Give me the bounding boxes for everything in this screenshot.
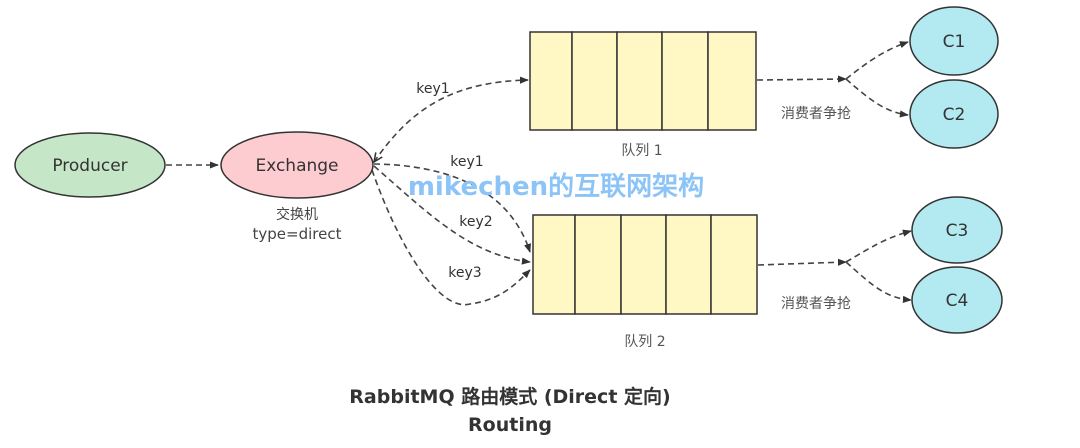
queue-2-cell — [620, 214, 667, 315]
queue-1-cell — [616, 31, 663, 131]
queue-1-cell — [529, 31, 573, 131]
queue-1[interactable] — [529, 31, 757, 131]
edge-fork-c2 — [845, 78, 909, 118]
queue-2-cell — [532, 214, 576, 315]
edge-exchange-queue2-key2 — [373, 165, 531, 265]
consumer-c4[interactable]: C4 — [911, 266, 1003, 334]
edge-queue2-fork — [757, 258, 847, 266]
binding-key-label: key2 — [459, 214, 492, 230]
queue-1-cell — [571, 31, 618, 131]
consumer-ellipse — [911, 266, 1003, 334]
edge-fork-c1 — [845, 41, 909, 80]
binding-key-label: key1 — [416, 81, 449, 97]
consumer-c1[interactable]: C1 — [909, 6, 999, 76]
exchange-caption-cn: 交换机 — [276, 206, 318, 223]
edge-exchange-queue2-key1 — [373, 163, 531, 253]
producer-ellipse — [14, 132, 166, 198]
exchange-label: Exchange — [255, 156, 338, 176]
consumer-label: C2 — [943, 105, 966, 125]
consumer-label: C1 — [943, 32, 966, 52]
exchange-ellipse — [220, 131, 374, 199]
edge-exchange-queue2-key3 — [371, 169, 531, 306]
producer-node[interactable]: Producer — [14, 132, 166, 198]
queue-2-label: 队列 2 — [624, 334, 665, 350]
exchange-caption-type: type=direct — [253, 225, 342, 243]
queue-2-cell — [574, 214, 622, 315]
diagram-title: RabbitMQ 路由模式 (Direct 定向) — [349, 385, 670, 408]
compete-label: 消费者争抢 — [781, 105, 851, 122]
compete-label: 消费者争抢 — [781, 295, 851, 312]
producer-label: Producer — [52, 156, 127, 176]
edge-fork-c3 — [845, 229, 912, 263]
queue-2-cell — [710, 214, 758, 315]
diagram-subtitle: Routing — [468, 414, 552, 436]
consumer-ellipse — [911, 196, 1003, 264]
binding-key-label: key1 — [450, 154, 483, 170]
binding-key-label: key3 — [448, 265, 481, 281]
consumer-c3[interactable]: C3 — [911, 196, 1003, 264]
queue-2-cell — [665, 214, 712, 315]
queue-1-cell — [707, 31, 757, 131]
consumer-ellipse — [909, 79, 999, 149]
queue-2[interactable] — [532, 214, 758, 315]
queue-1-cell — [661, 31, 709, 131]
queue-1-label: 队列 1 — [621, 143, 662, 159]
edge-queue1-fork — [756, 75, 847, 83]
edge-exchange-queue1-key1 — [374, 80, 528, 162]
watermark: mikechen的互联网架构 — [408, 171, 704, 202]
exchange-node[interactable]: Exchange — [220, 131, 374, 199]
consumer-c2[interactable]: C2 — [909, 79, 999, 149]
consumer-label: C4 — [946, 291, 969, 311]
consumer-ellipse — [909, 6, 999, 76]
consumer-label: C3 — [946, 221, 969, 241]
edge-fork-c4 — [845, 261, 912, 303]
